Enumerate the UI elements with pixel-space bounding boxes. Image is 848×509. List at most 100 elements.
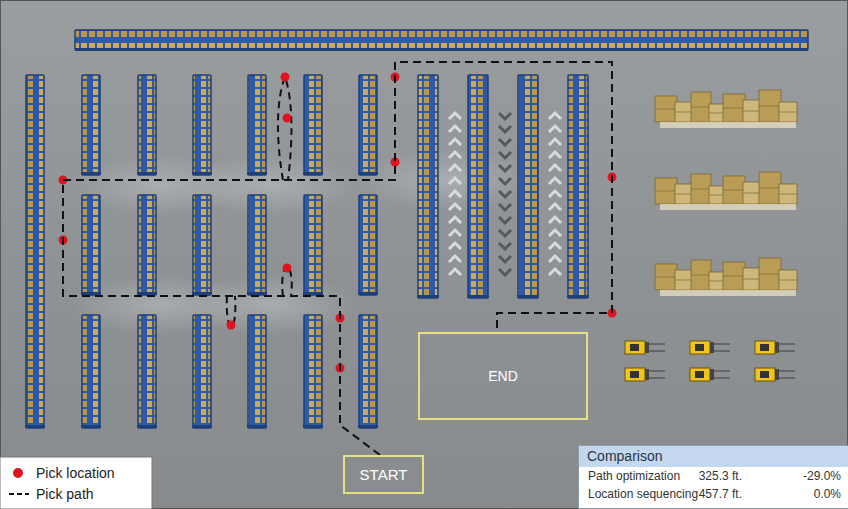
rack-base bbox=[81, 292, 101, 295]
direction-chevron bbox=[549, 152, 561, 158]
pallet-stack bbox=[655, 178, 677, 204]
pallet-stack bbox=[691, 260, 711, 290]
storage-rack bbox=[82, 75, 100, 175]
direction-chevron bbox=[499, 269, 511, 275]
rack-base bbox=[81, 425, 101, 428]
storage-rack bbox=[359, 315, 377, 428]
direction-chevron bbox=[549, 256, 561, 262]
direction-chevron bbox=[449, 139, 461, 145]
direction-chevron bbox=[549, 217, 561, 223]
direction-chevron bbox=[499, 152, 511, 158]
end-box: END bbox=[418, 332, 588, 420]
legend-swatch bbox=[13, 468, 23, 478]
rack-base bbox=[358, 425, 378, 428]
direction-chevron bbox=[499, 113, 511, 119]
forklift bbox=[690, 341, 730, 354]
pallet-base bbox=[660, 122, 796, 128]
rack-base bbox=[25, 425, 45, 428]
rack-base bbox=[137, 425, 157, 428]
panel-heading: Comparison bbox=[579, 446, 848, 467]
pallet-stack bbox=[709, 104, 725, 122]
pallet-stack bbox=[675, 184, 693, 204]
rack-base bbox=[137, 172, 157, 175]
direction-chevron bbox=[549, 191, 561, 197]
pallet-stack bbox=[743, 100, 761, 122]
rack-base bbox=[358, 172, 378, 175]
direction-chevron bbox=[499, 139, 511, 145]
forklift bbox=[755, 368, 795, 381]
rack-base bbox=[467, 295, 489, 298]
storage-rack bbox=[418, 75, 438, 298]
pallet-stack bbox=[779, 102, 797, 122]
direction-chevron bbox=[549, 269, 561, 275]
storage-rack bbox=[359, 75, 377, 175]
storage-rack bbox=[82, 315, 100, 428]
forklift bbox=[755, 341, 795, 354]
storage-rack bbox=[248, 315, 266, 428]
direction-chevron bbox=[549, 243, 561, 249]
pallet-stack bbox=[779, 270, 797, 290]
storage-rack bbox=[304, 195, 322, 295]
storage-rack bbox=[193, 315, 211, 428]
pallet-stack bbox=[723, 262, 745, 290]
pallet-stack bbox=[723, 94, 745, 122]
pallet-stack bbox=[743, 182, 761, 204]
direction-chevron bbox=[549, 230, 561, 236]
pallet-stack bbox=[759, 258, 781, 290]
legend-label: Pick path bbox=[36, 486, 94, 502]
legend-label: Pick location bbox=[36, 465, 115, 481]
storage-rack bbox=[193, 75, 211, 175]
storage-rack bbox=[138, 75, 156, 175]
direction-chevron bbox=[549, 139, 561, 145]
direction-chevron bbox=[449, 217, 461, 223]
pallet-stack bbox=[709, 186, 725, 204]
legend-line-sample bbox=[9, 493, 29, 495]
storage-rack bbox=[82, 195, 100, 295]
pick-detours bbox=[227, 77, 292, 327]
direction-chevron bbox=[449, 243, 461, 249]
direction-chevron bbox=[499, 126, 511, 132]
storage-rack bbox=[138, 195, 156, 295]
storage-rack bbox=[468, 75, 488, 298]
direction-chevron bbox=[449, 165, 461, 171]
rack-base bbox=[247, 172, 267, 175]
forklift bbox=[625, 341, 665, 354]
direction-chevron bbox=[449, 126, 461, 132]
direction-chevron bbox=[499, 165, 511, 171]
storage-rack bbox=[26, 75, 44, 428]
legend-panel bbox=[0, 457, 152, 509]
direction-chevron bbox=[499, 243, 511, 249]
pallet-stack bbox=[723, 176, 745, 204]
table-cell: 325.3 ft. bbox=[699, 469, 742, 483]
storage-rack bbox=[248, 75, 266, 175]
rack-base bbox=[137, 292, 157, 295]
storage-rack bbox=[518, 75, 538, 298]
direction-chevron bbox=[449, 204, 461, 210]
pallet-base bbox=[660, 204, 796, 210]
pallet-stack bbox=[675, 270, 693, 290]
rack-base bbox=[192, 425, 212, 428]
rack-base bbox=[192, 292, 212, 295]
rack-base bbox=[358, 292, 378, 295]
direction-chevron bbox=[549, 178, 561, 184]
box-label: START bbox=[360, 466, 408, 483]
direction-chevron bbox=[449, 152, 461, 158]
table-cell: -29.0% bbox=[803, 469, 841, 483]
pick-path bbox=[63, 62, 612, 455]
direction-chevron bbox=[499, 217, 511, 223]
pallet-stack bbox=[779, 184, 797, 204]
direction-chevron bbox=[449, 178, 461, 184]
table-cell: Location sequencing bbox=[588, 487, 698, 501]
direction-chevron bbox=[549, 165, 561, 171]
direction-chevron bbox=[449, 230, 461, 236]
direction-chevron bbox=[499, 178, 511, 184]
pallet-stack bbox=[759, 172, 781, 204]
storage-rack bbox=[304, 315, 322, 428]
box-label: END bbox=[488, 368, 518, 384]
storage-rack bbox=[248, 195, 266, 295]
direction-chevron bbox=[499, 191, 511, 197]
rack-base bbox=[192, 172, 212, 175]
direction-chevron bbox=[449, 269, 461, 275]
